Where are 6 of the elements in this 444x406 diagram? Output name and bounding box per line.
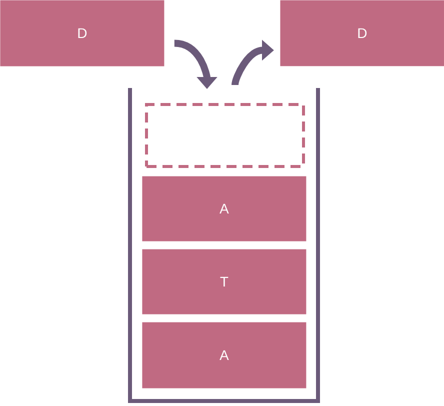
stack-item-box: A — [142, 322, 306, 388]
stack-item-box: D — [0, 0, 164, 66]
stack-item-box: D — [280, 0, 444, 66]
empty-slot-box — [145, 103, 305, 168]
stack-item-box: A — [142, 176, 306, 242]
stack-item-box: T — [142, 249, 306, 314]
